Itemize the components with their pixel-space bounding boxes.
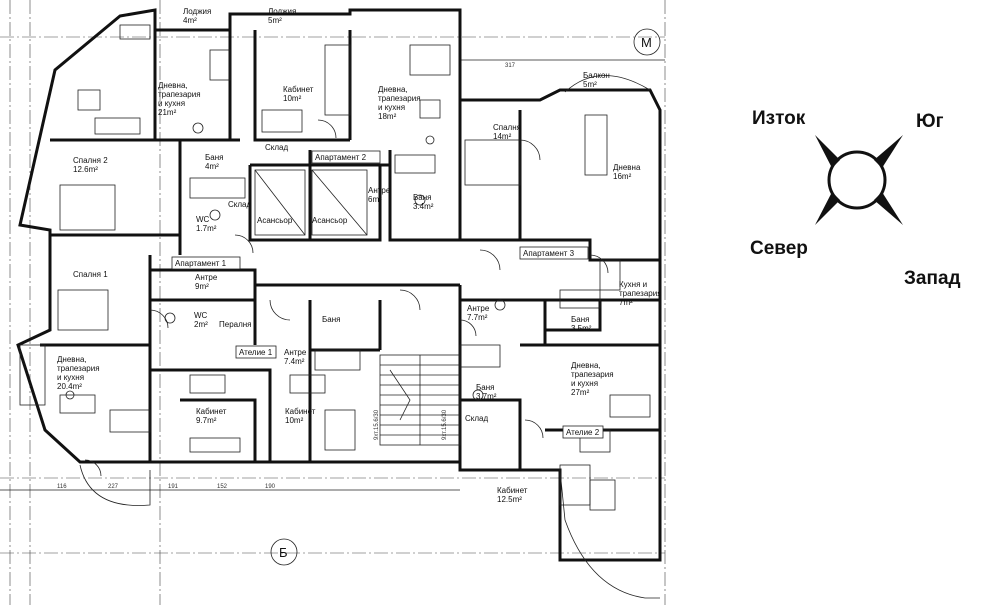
unit-label-apartment-3: Апартамент 3 bbox=[523, 249, 575, 258]
unit-label-box bbox=[311, 150, 381, 164]
room-label-laundry: Пералня bbox=[219, 320, 252, 329]
axis-marker-m bbox=[633, 28, 661, 56]
room-label-bath-c: Баня bbox=[322, 315, 340, 324]
axis-marker-b-label: Б bbox=[279, 545, 288, 560]
axis-markers: M Б bbox=[270, 28, 661, 566]
stair-label: 9хт.15.6/30 bbox=[374, 409, 380, 440]
compass-arrow-sw bbox=[815, 192, 840, 225]
unit-label-box bbox=[562, 425, 604, 439]
room-label-bedroom1: Спалня 1 bbox=[73, 270, 108, 279]
room-label-storage-a: Склад bbox=[265, 143, 288, 152]
dimension-label: 190 bbox=[265, 484, 276, 490]
unit-label-apartment-1: Апартамент 1 bbox=[175, 259, 227, 268]
dimension-labels: 317 116 227 191 152 190 bbox=[57, 63, 516, 490]
dimension-label: 152 bbox=[217, 484, 228, 490]
door-swings bbox=[84, 119, 609, 477]
compass-label-east: Изток bbox=[752, 108, 806, 129]
compass-label-north: Север bbox=[750, 238, 808, 259]
room-label-elevator-1: Асансьор bbox=[257, 216, 293, 225]
unit-label-atelier-1: Ателие 1 bbox=[239, 348, 273, 357]
exterior-walls bbox=[16, 8, 662, 599]
furniture bbox=[19, 24, 651, 511]
axis-marker-m-label: M bbox=[641, 35, 652, 50]
compass-rose: Изток Юг Север Запад bbox=[750, 108, 961, 289]
dimension-label: 191 bbox=[168, 484, 179, 490]
axis-grid bbox=[0, 0, 666, 605]
unit-label-box bbox=[235, 345, 277, 359]
compass-label-west: Запад bbox=[904, 268, 961, 289]
axis-marker-b bbox=[270, 538, 298, 566]
unit-label-apartment-2: Апартамент 2 bbox=[315, 153, 367, 162]
room-label-storage-b: Склад bbox=[228, 200, 251, 209]
unit-label-box bbox=[171, 256, 241, 270]
compass-arrow-se bbox=[874, 192, 903, 225]
staircase bbox=[379, 354, 461, 446]
compass-circle bbox=[827, 150, 887, 210]
unit-label-atelier-2: Ателие 2 bbox=[566, 428, 600, 437]
elevator-shafts bbox=[254, 169, 368, 236]
stair-label: 9хт.15.6/30 bbox=[442, 409, 448, 440]
dimension-label: 317 bbox=[505, 63, 516, 69]
compass-arrow-nw bbox=[815, 135, 840, 168]
unit-label-box bbox=[519, 246, 589, 260]
compass-arrow-ne bbox=[874, 135, 903, 168]
dimension-label: 227 bbox=[108, 484, 119, 490]
dimension-label: 116 bbox=[57, 484, 67, 490]
unit-labels: Апартамент 2 Апартамент 1 Апартамент 3 А… bbox=[171, 150, 604, 439]
room-label-elevator-2: Асансьор bbox=[312, 216, 348, 225]
compass-label-south: Юг bbox=[916, 111, 944, 132]
interior-walls bbox=[40, 30, 660, 470]
room-label-storage-c: Склад bbox=[465, 414, 488, 423]
